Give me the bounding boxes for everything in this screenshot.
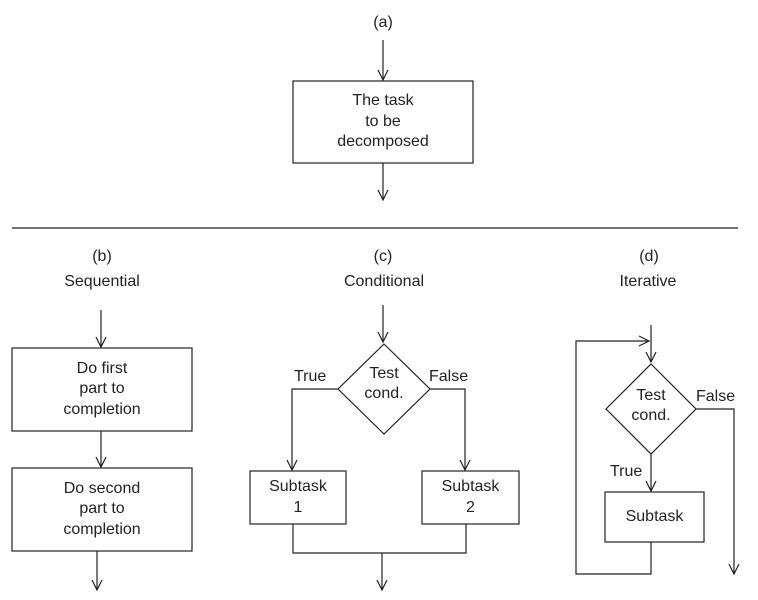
decision-c-line-1: Test	[369, 364, 399, 382]
false-label-c: False	[429, 368, 469, 385]
true-branch-line	[291, 388, 338, 470]
arrowhead	[376, 579, 388, 592]
first-part-line-2: part to	[79, 380, 125, 398]
true-label-c: True	[294, 368, 327, 385]
second-part-line-2: part to	[79, 500, 125, 518]
second-part-line-3: completion	[63, 520, 141, 538]
task-line-1: The task	[352, 92, 414, 110]
arrowhead	[459, 459, 471, 472]
part-b-label: (b)	[92, 248, 112, 265]
second-part-line-1: Do second	[63, 479, 141, 497]
merge-line	[292, 524, 467, 554]
false-label-d: False	[696, 388, 736, 405]
part-d-label: (d)	[639, 248, 659, 265]
arrowhead	[638, 335, 651, 347]
subtask-2-line-1: Subtask	[441, 478, 500, 495]
decision-d-line-1: Test	[636, 386, 666, 404]
decision-d-line-2: cond.	[631, 407, 671, 424]
part-c-label: (c)	[373, 248, 393, 265]
arrowhead	[95, 456, 107, 469]
first-part-line-1: Do first	[76, 359, 128, 377]
false-branch-line	[430, 388, 466, 470]
decision-diamond-c	[337, 343, 431, 435]
second-part-text: Do second part to completion	[12, 468, 192, 551]
subtask-2-box	[421, 470, 520, 525]
subtask-2-text: Subtask 2	[422, 471, 519, 524]
subtask-d-label: Subtask	[625, 507, 684, 525]
loop-back-line	[575, 340, 652, 575]
subtask-box-d	[604, 491, 705, 543]
part-a-label: (a)	[373, 14, 393, 31]
subtask-d-text: Subtask	[605, 492, 704, 542]
subtask-1-line-2: 1	[293, 498, 303, 516]
arrowhead	[728, 563, 740, 576]
false-exit-line	[696, 408, 735, 574]
subtask-1-text: Subtask 1	[250, 471, 346, 524]
arrowhead	[95, 336, 107, 349]
decision-d-text: Test cond.	[611, 384, 691, 428]
arrowhead	[645, 480, 657, 493]
subtask-1-line-1: Subtask	[269, 478, 327, 495]
decision-c-text: Test cond.	[344, 362, 424, 406]
first-part-text: Do first part to completion	[12, 348, 192, 431]
arrowhead	[377, 331, 389, 344]
arrowhead	[286, 459, 298, 472]
arrowhead	[645, 351, 657, 364]
first-part-box	[11, 347, 193, 432]
subtask-1-box	[249, 470, 347, 525]
task-line-2: to be	[365, 112, 401, 130]
second-part-box	[11, 467, 193, 552]
decision-c-line-2: cond.	[364, 385, 404, 402]
arrowhead	[91, 579, 103, 592]
arrowhead	[377, 189, 389, 202]
arrowhead	[377, 69, 389, 82]
part-b-title: Sequential	[64, 273, 140, 290]
part-c-title: Conditional	[343, 273, 425, 290]
first-part-line-3: completion	[63, 400, 141, 418]
subtask-2-line-2: 2	[466, 498, 475, 516]
task-box-text: The task to be decomposed	[293, 81, 473, 163]
task-line-3: decomposed	[337, 133, 429, 151]
part-d-title: Iterative	[619, 273, 677, 290]
true-label-d: True	[610, 463, 643, 480]
